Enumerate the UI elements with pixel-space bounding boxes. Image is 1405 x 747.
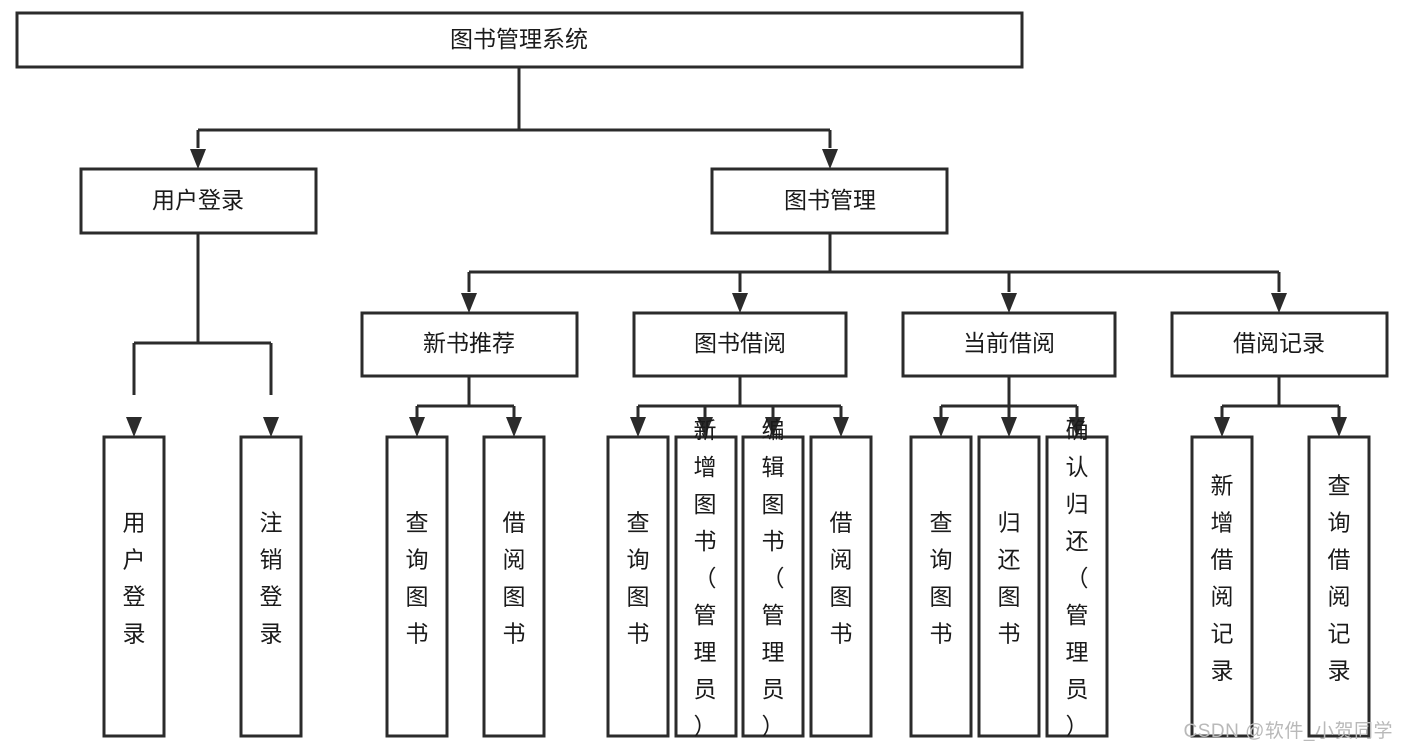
- node-root[interactable]: 图书管理系统: [15, 11, 1024, 69]
- leaf-return-book-label: 归还图书: [998, 510, 1021, 647]
- leaf-add-record[interactable]: 新增借阅记录: [1190, 435, 1254, 738]
- leaf-add-record-label: 新增借阅记录: [1211, 473, 1234, 684]
- leaf-user-login-label: 用户登录: [123, 510, 146, 647]
- node-root-label: 图书管理系统: [450, 26, 588, 52]
- leaf-return-book[interactable]: 归还图书: [977, 435, 1041, 738]
- node-current-borrow[interactable]: 当前借阅: [901, 311, 1117, 378]
- node-user-login[interactable]: 用户登录: [79, 167, 318, 235]
- leaf-query-book-1-label: 查询图书: [406, 510, 429, 647]
- leaf-confirm-return[interactable]: 确认归还（管理员）: [1045, 417, 1109, 739]
- connector-book-borrow-to-leaves: [630, 376, 849, 437]
- connector-root-to-level2: [190, 67, 838, 169]
- connector-new-book-recommend-to-leaves: [409, 376, 522, 437]
- node-user-login-label: 用户登录: [152, 187, 244, 213]
- leaf-user-login[interactable]: 用户登录: [102, 435, 166, 738]
- node-current-borrow-label: 当前借阅: [963, 330, 1055, 356]
- connector-borrow-record-to-leaves: [1214, 376, 1347, 437]
- connector-current-borrow-to-leaves: [933, 376, 1085, 437]
- leaf-add-book[interactable]: 新增图书（管理员）: [674, 417, 738, 739]
- connector-book-manage-to-level3: [461, 233, 1287, 313]
- leaf-logout-login-label: 注销登录: [260, 510, 283, 647]
- node-book-manage[interactable]: 图书管理: [710, 167, 949, 235]
- node-borrow-record-label: 借阅记录: [1233, 330, 1325, 356]
- node-book-borrow[interactable]: 图书借阅: [632, 311, 848, 378]
- leaf-query-book-2-label: 查询图书: [627, 510, 650, 647]
- node-new-book-recommend-label: 新书推荐: [423, 330, 515, 356]
- leaf-borrow-book-1-label: 借阅图书: [503, 510, 526, 647]
- node-borrow-record[interactable]: 借阅记录: [1170, 311, 1389, 378]
- leaf-borrow-book-1[interactable]: 借阅图书: [482, 435, 546, 738]
- leaf-borrow-book-2-label: 借阅图书: [830, 510, 853, 647]
- leaf-query-record[interactable]: 查询借阅记录: [1307, 435, 1371, 738]
- watermark: CSDN @软件_小贺同学: [1183, 721, 1393, 742]
- leaf-borrow-book-2[interactable]: 借阅图书: [809, 435, 873, 738]
- node-book-borrow-label: 图书借阅: [694, 330, 786, 356]
- leaf-logout-login[interactable]: 注销登录: [239, 435, 303, 738]
- leaf-add-book-label: 新增图书（管理员）: [694, 417, 717, 739]
- connector-user-login-to-leaves: [126, 233, 279, 437]
- leaf-edit-book-label: 编辑图书（管理员）: [762, 417, 785, 739]
- leaf-query-book-3[interactable]: 查询图书: [909, 435, 973, 738]
- leaf-query-book-2[interactable]: 查询图书: [606, 435, 670, 738]
- node-book-manage-label: 图书管理: [784, 187, 876, 213]
- leaf-query-book-1[interactable]: 查询图书: [385, 435, 449, 738]
- leaf-query-book-3-label: 查询图书: [930, 510, 953, 647]
- node-new-book-recommend[interactable]: 新书推荐: [360, 311, 579, 378]
- leaf-query-record-label: 查询借阅记录: [1328, 473, 1351, 684]
- leaf-confirm-return-label: 确认归还（管理员）: [1066, 417, 1089, 739]
- leaf-edit-book[interactable]: 编辑图书（管理员）: [741, 417, 805, 739]
